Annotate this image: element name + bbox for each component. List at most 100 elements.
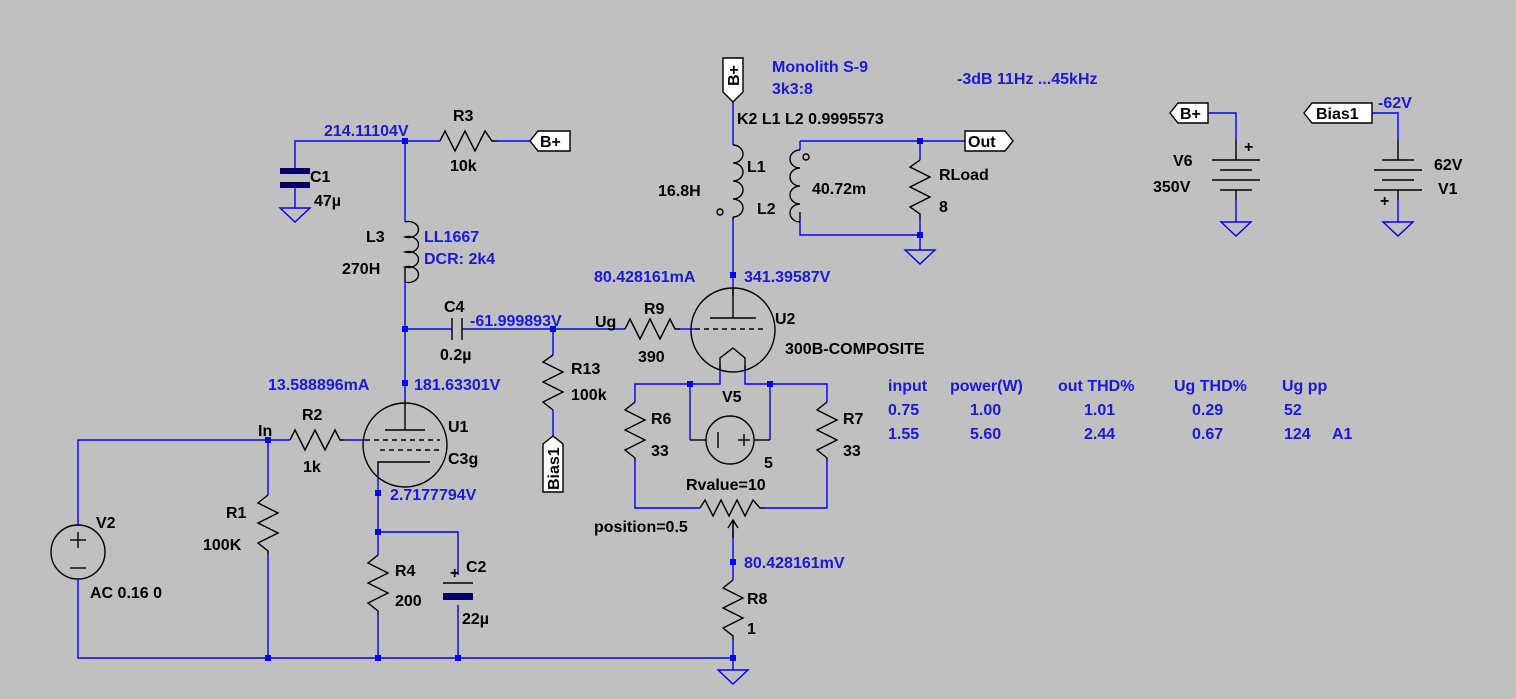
- r6-value: 33: [651, 443, 669, 460]
- c1-name: C1: [310, 169, 331, 186]
- table-cell: 5.60: [970, 426, 1001, 443]
- current-u2: 80.428161mA: [594, 269, 696, 286]
- flag-label: B+: [1180, 106, 1201, 123]
- capacitor-c4[interactable]: [451, 318, 463, 340]
- table-cell: 1.00: [970, 402, 1001, 419]
- r2-name: R2: [302, 407, 323, 424]
- v6-value: 350V: [1153, 179, 1191, 196]
- battery-v6[interactable]: +: [1212, 139, 1260, 200]
- table-cell: 124: [1284, 426, 1311, 443]
- voltage-u1-cathode: 2.7177794V: [390, 487, 477, 504]
- table-cell: 2.44: [1084, 426, 1115, 443]
- flag-b-plus-v6[interactable]: B+: [1169, 102, 1209, 124]
- transformer-name: Monolith S-9: [772, 59, 868, 76]
- table-cell: 1.55: [888, 426, 919, 443]
- voltage-u2-plate: 341.39587V: [744, 269, 831, 286]
- inductor-l1[interactable]: [716, 144, 744, 220]
- resistor-r9[interactable]: [624, 317, 680, 341]
- r4-name: R4: [395, 563, 416, 580]
- table-header: out THD%: [1058, 378, 1134, 395]
- r13-value: 100k: [571, 387, 607, 404]
- transformer-ratio: 3k3:8: [772, 81, 813, 98]
- rload-name: RLoad: [939, 167, 989, 184]
- table-header: Ug pp: [1282, 378, 1328, 395]
- r1-value: 100K: [203, 537, 242, 554]
- inductor-l3[interactable]: [402, 220, 420, 284]
- bias-supply-value: -62V: [1378, 95, 1412, 112]
- r8-name: R8: [747, 591, 768, 608]
- table-cell: 52: [1284, 402, 1302, 419]
- r7-name: R7: [843, 411, 864, 428]
- resistor-r6[interactable]: [623, 401, 647, 460]
- resistor-r13[interactable]: [541, 354, 565, 411]
- resistor-rload[interactable]: [908, 159, 932, 220]
- ground-symbol: [1381, 221, 1415, 237]
- capacitor-c2[interactable]: +: [443, 565, 473, 600]
- r6-name: R6: [651, 411, 672, 428]
- net-ug: Ug: [595, 314, 616, 331]
- table-header: power(W): [950, 378, 1023, 395]
- resistor-r8[interactable]: [721, 579, 745, 640]
- resistor-r2[interactable]: [289, 428, 345, 452]
- flag-label: Out: [968, 134, 996, 151]
- resistor-r4[interactable]: [366, 554, 390, 615]
- l2-value: 40.72m: [812, 181, 866, 198]
- svg-text:+: +: [450, 565, 459, 582]
- flag-label: B+: [540, 134, 561, 151]
- net-in: In: [258, 423, 272, 440]
- pot-value: Rvalue=10: [686, 477, 766, 494]
- u2-name: U2: [775, 311, 796, 328]
- flag-label: Bias1: [546, 447, 563, 490]
- tube-u1[interactable]: [362, 400, 448, 488]
- u1-name: U1: [448, 419, 469, 436]
- voltage-source-v5[interactable]: [690, 415, 770, 465]
- c2-name: C2: [466, 559, 487, 576]
- r1-name: R1: [226, 505, 247, 522]
- v1-value: 62V: [1434, 157, 1463, 174]
- resistor-r1[interactable]: [256, 494, 280, 555]
- voltage-source-v2[interactable]: [50, 524, 106, 580]
- l1-value: 16.8H: [658, 183, 701, 200]
- junctions: [265, 138, 923, 661]
- r3-name: R3: [453, 108, 474, 125]
- potentiometer[interactable]: [699, 498, 765, 538]
- flag-bias1-r13[interactable]: Bias1: [542, 435, 564, 493]
- flag-b-plus-l1[interactable]: B+: [722, 57, 744, 103]
- coupling-directive: K2 L1 L2 0.9995573: [737, 111, 884, 128]
- svg-text:+: +: [1244, 139, 1253, 156]
- table-header: input: [888, 378, 928, 395]
- l2-name: L2: [757, 201, 776, 218]
- table-cell: A1: [1332, 426, 1353, 443]
- r8-value: 1: [747, 621, 756, 638]
- c4-value: 0.2µ: [440, 347, 471, 364]
- voltage-r3-node: 214.11104V: [324, 123, 409, 140]
- v2-value: AC 0.16 0: [90, 585, 162, 602]
- l3-model: LL1667: [424, 229, 479, 246]
- svg-text:+: +: [1380, 193, 1389, 210]
- resistor-r7[interactable]: [815, 401, 839, 460]
- flag-b-plus-r3[interactable]: B+: [529, 130, 571, 152]
- voltage-r8: 80.428161mV: [744, 555, 845, 572]
- current-u1: 13.588896mA: [268, 377, 370, 394]
- u1-value: C3g: [448, 451, 478, 468]
- l1-name: L1: [747, 159, 766, 176]
- inductor-l2[interactable]: [789, 149, 810, 223]
- ground-symbol: [716, 669, 750, 685]
- capacitor-c1[interactable]: [280, 168, 310, 208]
- v5-name: V5: [722, 389, 742, 406]
- l3-name: L3: [366, 229, 385, 246]
- pot-position: position=0.5: [594, 519, 688, 536]
- table-cell: 0.75: [888, 402, 919, 419]
- ground-symbol: [278, 207, 312, 223]
- tube-u2[interactable]: [690, 287, 776, 373]
- flag-label: Bias1: [1316, 106, 1359, 123]
- wires: [77, 102, 1399, 670]
- flag-out[interactable]: Out: [964, 130, 1014, 152]
- flag-bias1-v1[interactable]: Bias1: [1303, 102, 1373, 124]
- flag-label: B+: [726, 65, 743, 86]
- battery-v1[interactable]: +: [1374, 140, 1422, 210]
- r4-value: 200: [395, 593, 422, 610]
- resistor-r3[interactable]: [439, 129, 497, 153]
